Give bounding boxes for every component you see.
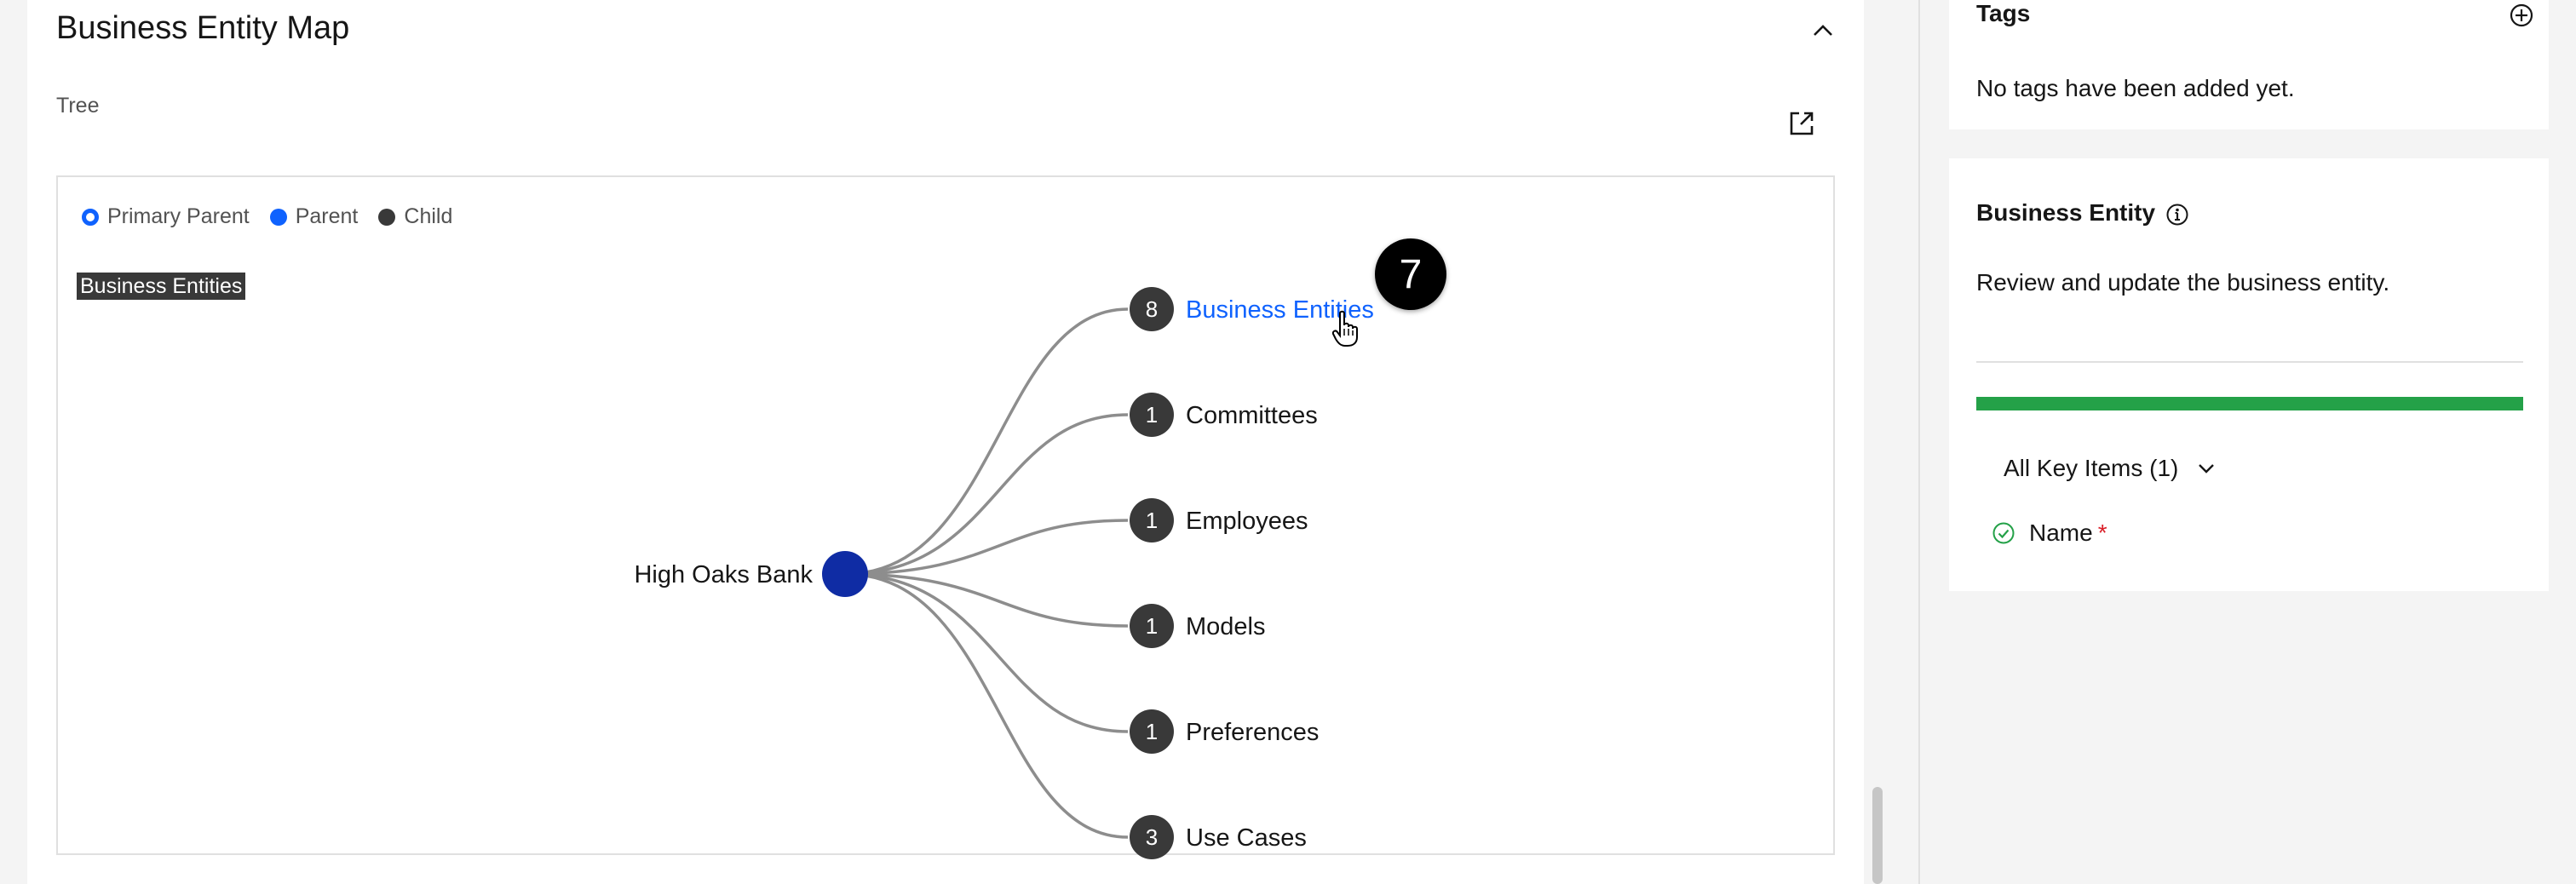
child-node-label[interactable]: Committees	[1186, 402, 1318, 429]
legend-item-parent[interactable]: Parent	[269, 204, 359, 229]
launch-icon	[1790, 112, 1814, 135]
child-node-count: 1	[1146, 508, 1158, 533]
child-node-label[interactable]: Preferences	[1186, 719, 1319, 746]
child-dot-icon	[378, 208, 396, 226]
child-node-dot	[1130, 604, 1174, 648]
child-node-count: 3	[1146, 824, 1158, 850]
key-items-dropdown[interactable]: All Key Items (1)	[2004, 455, 2216, 482]
completion-progress-bar	[1976, 397, 2523, 410]
checkmark-outline-icon	[1992, 522, 2015, 544]
business-entity-title: Business Entity	[1976, 199, 2156, 226]
hand-pointer-cursor-icon	[1331, 310, 1358, 347]
map-legend: Primary Parent Parent Child	[82, 204, 473, 229]
side-divider	[1918, 0, 1920, 884]
information-icon	[2166, 204, 2188, 226]
child-node-dot	[1130, 498, 1174, 542]
legend-label: Parent	[295, 204, 359, 228]
legend-item-primary-parent[interactable]: Primary Parent	[82, 204, 250, 229]
tree-edge	[844, 413, 1129, 576]
root-node-label: High Oaks Bank	[634, 561, 813, 588]
primary-parent-dot-icon	[82, 208, 99, 226]
child-node-dot	[1130, 709, 1174, 754]
child-node-dot	[1130, 815, 1174, 859]
key-item-name: Name *	[1992, 519, 2107, 547]
chevron-down-icon	[2199, 464, 2215, 474]
step-number-badge: 7	[1375, 238, 1446, 310]
open-in-new-window-button[interactable]	[1780, 104, 1823, 143]
required-marker: *	[2097, 519, 2107, 546]
collapse-section-button[interactable]	[1804, 15, 1842, 46]
tags-panel: Tags No tags have been added yet.	[1949, 0, 2549, 129]
child-node-label[interactable]: Employees	[1186, 508, 1308, 535]
view-mode-label: Tree	[56, 94, 100, 118]
tree-edge	[844, 307, 1129, 576]
tree-edge	[844, 572, 1129, 839]
chevron-up-icon	[1814, 25, 1832, 36]
child-node-count: 1	[1146, 402, 1158, 428]
root-node-dot	[822, 551, 868, 597]
child-node-count: 8	[1146, 296, 1158, 322]
tree-edge	[844, 519, 1129, 576]
key-items-dropdown-label: All Key Items (1)	[2004, 455, 2179, 481]
child-node-label[interactable]: Models	[1186, 613, 1266, 640]
child-node-dot	[1130, 287, 1174, 331]
child-node-dot	[1130, 393, 1174, 437]
add-tag-button[interactable]	[2503, 0, 2540, 31]
business-entity-panel: Business Entity Review and update the bu…	[1949, 158, 2549, 591]
add-circle-icon	[2510, 3, 2533, 27]
tags-title: Tags	[1976, 0, 2031, 26]
child-node-count: 1	[1146, 719, 1158, 744]
tree-edge	[844, 572, 1129, 733]
tags-empty-text: No tags have been added yet.	[1976, 75, 2295, 101]
child-node-label[interactable]: Use Cases	[1186, 824, 1307, 852]
legend-label: Primary Parent	[107, 204, 250, 228]
main-scrollbar-track[interactable]	[1864, 0, 1888, 884]
tree-map-canvas	[56, 175, 1835, 855]
parent-dot-icon	[269, 208, 287, 226]
legend-item-child[interactable]: Child	[378, 204, 452, 229]
info-button[interactable]	[2164, 201, 2191, 228]
active-category-tag: Business Entities	[77, 273, 246, 300]
key-item-label: Name	[2029, 519, 2093, 546]
legend-label: Child	[404, 204, 453, 228]
panel-divider	[1976, 361, 2523, 363]
main-scrollbar-thumb[interactable]	[1872, 787, 1883, 884]
tree-edge	[844, 572, 1129, 628]
section-title: Business Entity Map	[56, 10, 350, 46]
business-entity-description: Review and update the business entity.	[1976, 269, 2390, 296]
child-node-count: 1	[1146, 613, 1158, 639]
completion-progress-fill	[1976, 397, 2523, 410]
